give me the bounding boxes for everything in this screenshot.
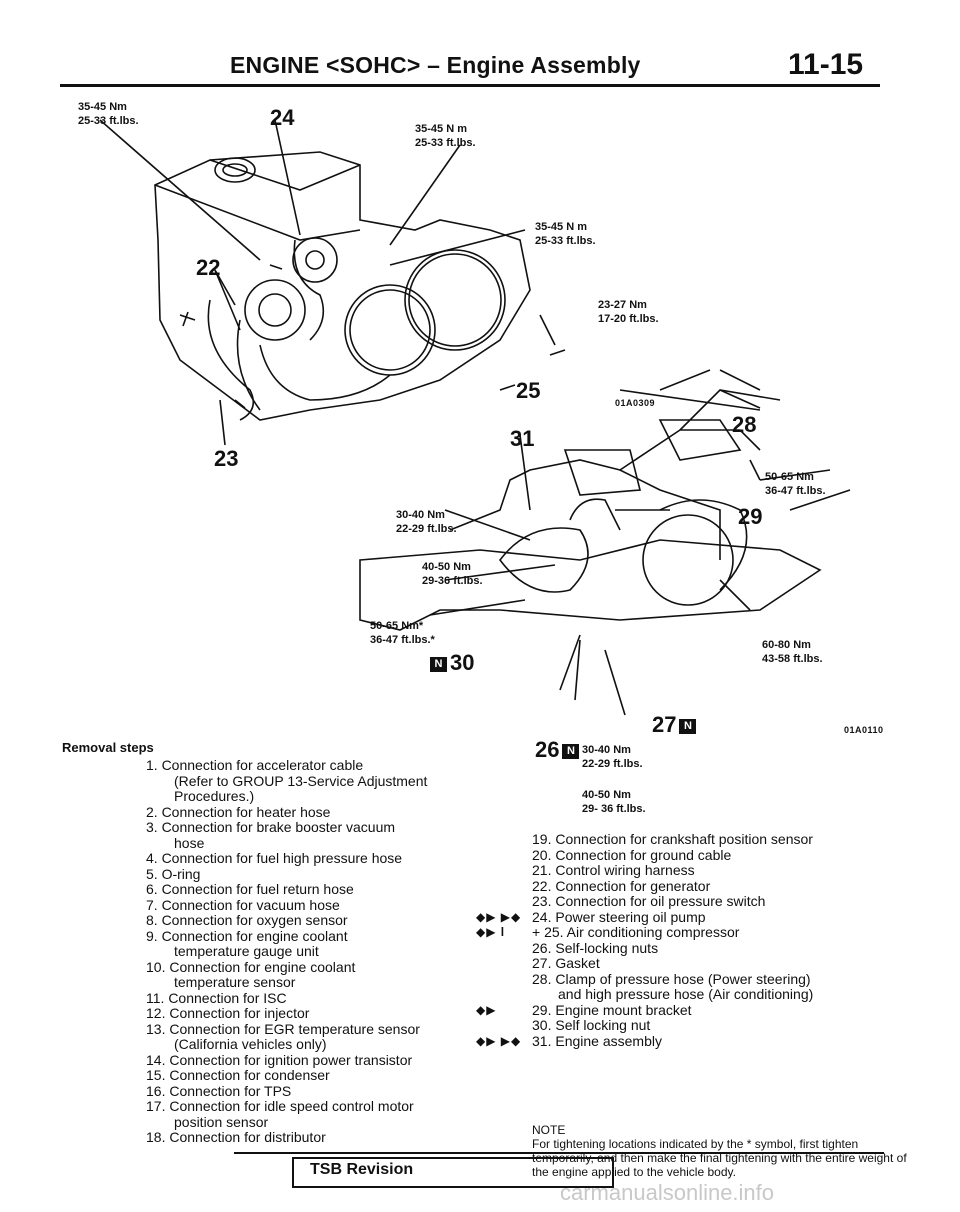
step-item: 10. Connection for engine coolant — [146, 958, 356, 975]
tsb-revision-label: TSB Revision — [310, 1161, 414, 1178]
callout-24: 24 — [270, 105, 295, 130]
step-item: temperature gauge unit — [174, 943, 319, 959]
removal-steps-title: Removal steps — [62, 740, 154, 755]
step-item: 13. Connection for EGR temperature senso… — [146, 1020, 420, 1037]
step-item: temperature sensor — [174, 974, 296, 990]
step-row: 20. Connection for ground cable — [532, 846, 732, 863]
step-item: 14. Connection for ignition power transi… — [146, 1051, 413, 1068]
torque-label-10: 30-40 Nm 22-29 ft.lbs. — [582, 744, 643, 770]
callout-23: 23 — [214, 446, 239, 471]
step-item: 5. O-ring — [146, 865, 201, 882]
callout-25: 25 — [516, 378, 541, 403]
step-row: and high pressure hose (Air conditioning… — [558, 986, 814, 1002]
torque-label-8: 50-65 Nm* 36-47 ft.lbs.* — [370, 620, 435, 646]
step-item: 7. Connection for vacuum hose — [146, 896, 340, 913]
step-item: 15. Connection for condenser — [146, 1067, 330, 1083]
torque-label-1: 35-45 Nm 25-33 ft.lbs. — [78, 101, 139, 127]
note-block: NOTE For tightening locations indicated … — [532, 1123, 912, 1179]
note-title: NOTE — [532, 1123, 566, 1137]
step-item: 12. Connection for injector — [146, 1005, 310, 1021]
step-item: 3. Connection for brake booster vacuum — [146, 819, 396, 835]
torque-label-9: 60-80 Nm 43-58 ft.lbs. — [762, 639, 823, 665]
step-item: 18. Connection for distributor — [146, 1129, 326, 1145]
step-item: hose — [174, 834, 205, 851]
step-item: 8. Connection for oxygen sensor — [146, 912, 348, 928]
step-row: 30. Self locking nut — [532, 1017, 651, 1033]
engine-drawing-top — [99, 119, 566, 446]
step-item: 2. Connection for heater hose — [146, 803, 331, 820]
step-row: ◆▶ ▶◆24. Power steering oil pump — [476, 908, 706, 925]
step-item: 16. Connection for TPS — [146, 1082, 292, 1099]
page-number: 11-15 — [788, 48, 864, 81]
step-item: position sensor — [174, 1113, 269, 1130]
step-item: (Refer to GROUP 13-Service Adjustment — [174, 772, 428, 789]
step-row: 27. Gasket — [532, 955, 600, 971]
figure-code-1: 01A0309 — [615, 398, 656, 408]
step-item: (California vehicles only) — [174, 1036, 327, 1052]
removal-steps-right: 19. Connection for crankshaft position s… — [476, 831, 896, 1049]
torque-label-5: 50-65 Nm 36-47 ft.lbs. — [765, 471, 826, 497]
step-row: ◆▶29. Engine mount bracket — [476, 1001, 692, 1018]
step-item: 6. Connection for fuel return hose — [146, 881, 354, 897]
callout-31: 31 — [510, 426, 535, 451]
step-row: ◆▶ ▶◆31. Engine assembly — [476, 1032, 662, 1049]
footer-rule — [234, 1152, 884, 1154]
torque-label-7: 40-50 Nm 29-36 ft.lbs. — [422, 561, 483, 587]
step-row: 26. Self-locking nuts — [532, 939, 659, 956]
page-title: ENGINE <SOHC> – Engine Assembly — [230, 52, 641, 78]
header-rule — [60, 84, 880, 87]
step-item: Procedures.) — [174, 788, 255, 804]
watermark: carmanualsonline.info — [560, 1180, 775, 1205]
torque-label-6: 30-40 Nm 22-29 ft.lbs. — [396, 509, 457, 535]
torque-label-3: 35-45 N m 25-33 ft.lbs. — [535, 221, 596, 247]
torque-label-11: 40-50 Nm 29- 36 ft.lbs. — [582, 789, 646, 815]
note-text: For tightening locations indicated by th… — [532, 1137, 907, 1179]
step-item: 4. Connection for fuel high pressure hos… — [146, 850, 403, 866]
step-item: 11. Connection for ISC — [146, 989, 287, 1006]
figure-code-2: 01A0110 — [844, 725, 884, 735]
removal-steps-left: 1. Connection for accelerator cable (Ref… — [146, 757, 428, 1146]
step-row: ◆▶ l+ 25. Air conditioning compressor — [476, 924, 740, 940]
torque-label-2: 35-45 N m 25-33 ft.lbs. — [415, 123, 476, 149]
step-item: 17. Connection for idle speed control mo… — [146, 1098, 414, 1114]
callout-22: 22 — [196, 255, 221, 280]
step-row: 28. Clamp of pressure hose (Power steeri… — [532, 970, 811, 987]
step-row: 23. Connection for oil pressure switch — [532, 893, 766, 909]
callout-28: 28 — [732, 412, 757, 437]
tsb-revision-box — [292, 1157, 614, 1188]
step-row: 21. Control wiring harness — [532, 862, 695, 878]
callout-29: 29 — [738, 504, 763, 529]
engine-assembly-figure — [99, 119, 851, 716]
step-row: 22. Connection for generator — [532, 877, 711, 894]
engine-drawing-bottom — [359, 369, 851, 716]
step-item: 1. Connection for accelerator cable — [146, 757, 364, 773]
torque-label-4: 23-27 Nm 17-20 ft.lbs. — [598, 299, 659, 325]
step-item: 9. Connection for engine coolant — [146, 927, 348, 944]
step-row: 19. Connection for crankshaft position s… — [532, 831, 813, 847]
